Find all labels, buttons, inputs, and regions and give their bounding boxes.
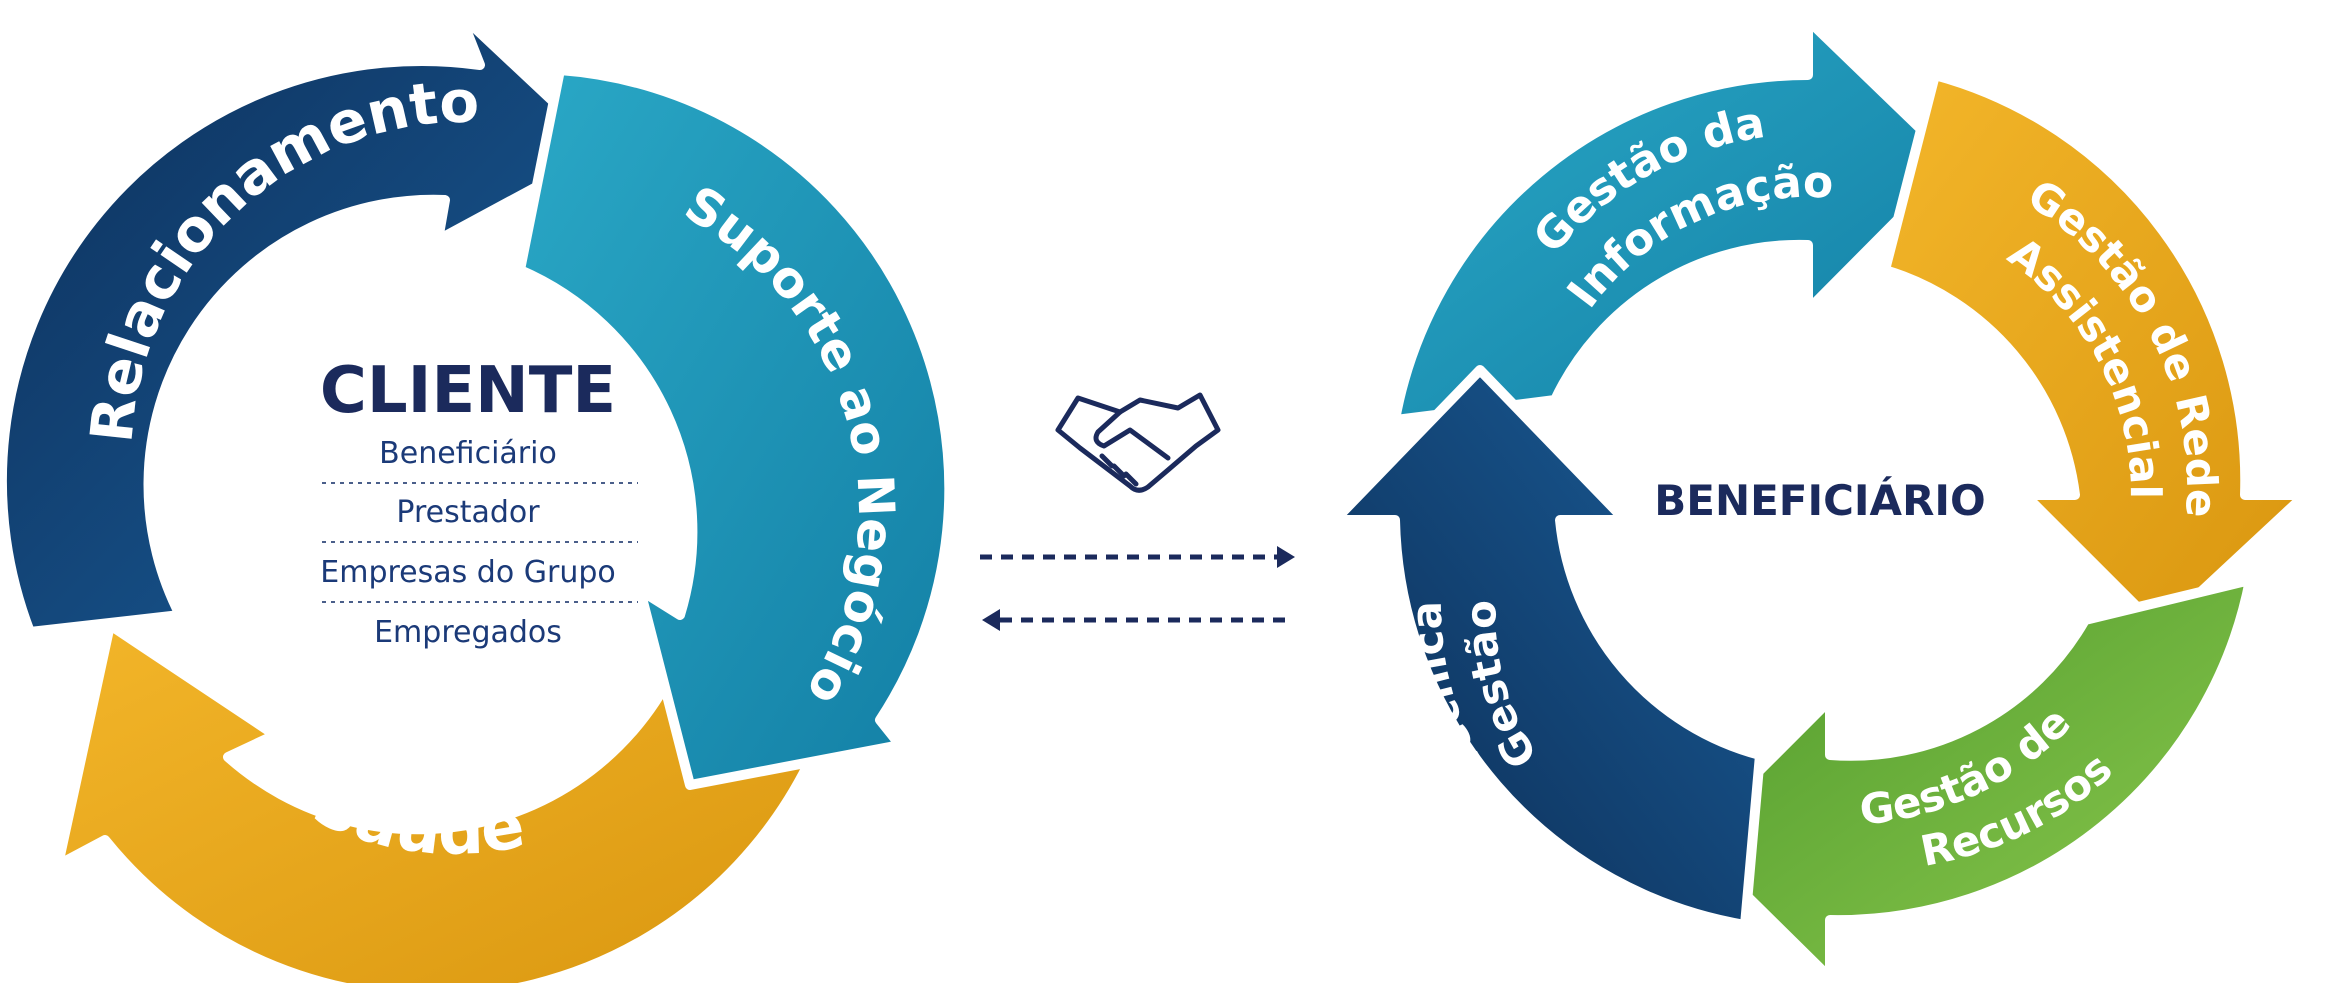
segment-suporte	[515, 65, 955, 790]
center-title-cliente: CLIENTE	[320, 354, 616, 428]
segment-saude	[53, 605, 850, 983]
segment-relacionamento	[0, 9, 610, 637]
arrow-left	[982, 609, 1292, 631]
segment-gestao-recursos	[1685, 575, 2255, 983]
center-title-beneficiario: BENEFICIÁRIO	[1654, 475, 1986, 525]
segment-gestao-informacao	[1390, 15, 1960, 425]
center-item-prestador: Prestador	[396, 495, 540, 530]
left-cycle: Relacionamento Suporte ao Negócio Saúde …	[0, 9, 955, 983]
segment-gestao-rede	[1880, 70, 2310, 635]
right-cycle: Gestão da Informação Gestão de Rede Assi…	[1330, 15, 2310, 983]
connector	[980, 392, 1295, 631]
center-item-beneficiario: Beneficiário	[379, 436, 557, 471]
arrow-right	[980, 546, 1295, 568]
segment-gestao-tecnica	[1330, 365, 1765, 930]
handshake-icon	[1055, 392, 1221, 493]
center-item-empregados: Empregados	[374, 615, 562, 650]
center-item-empresas-do-grupo: Empresas do Grupo	[320, 555, 615, 590]
left-center: CLIENTE Beneficiário Prestador Empresas …	[320, 354, 638, 650]
